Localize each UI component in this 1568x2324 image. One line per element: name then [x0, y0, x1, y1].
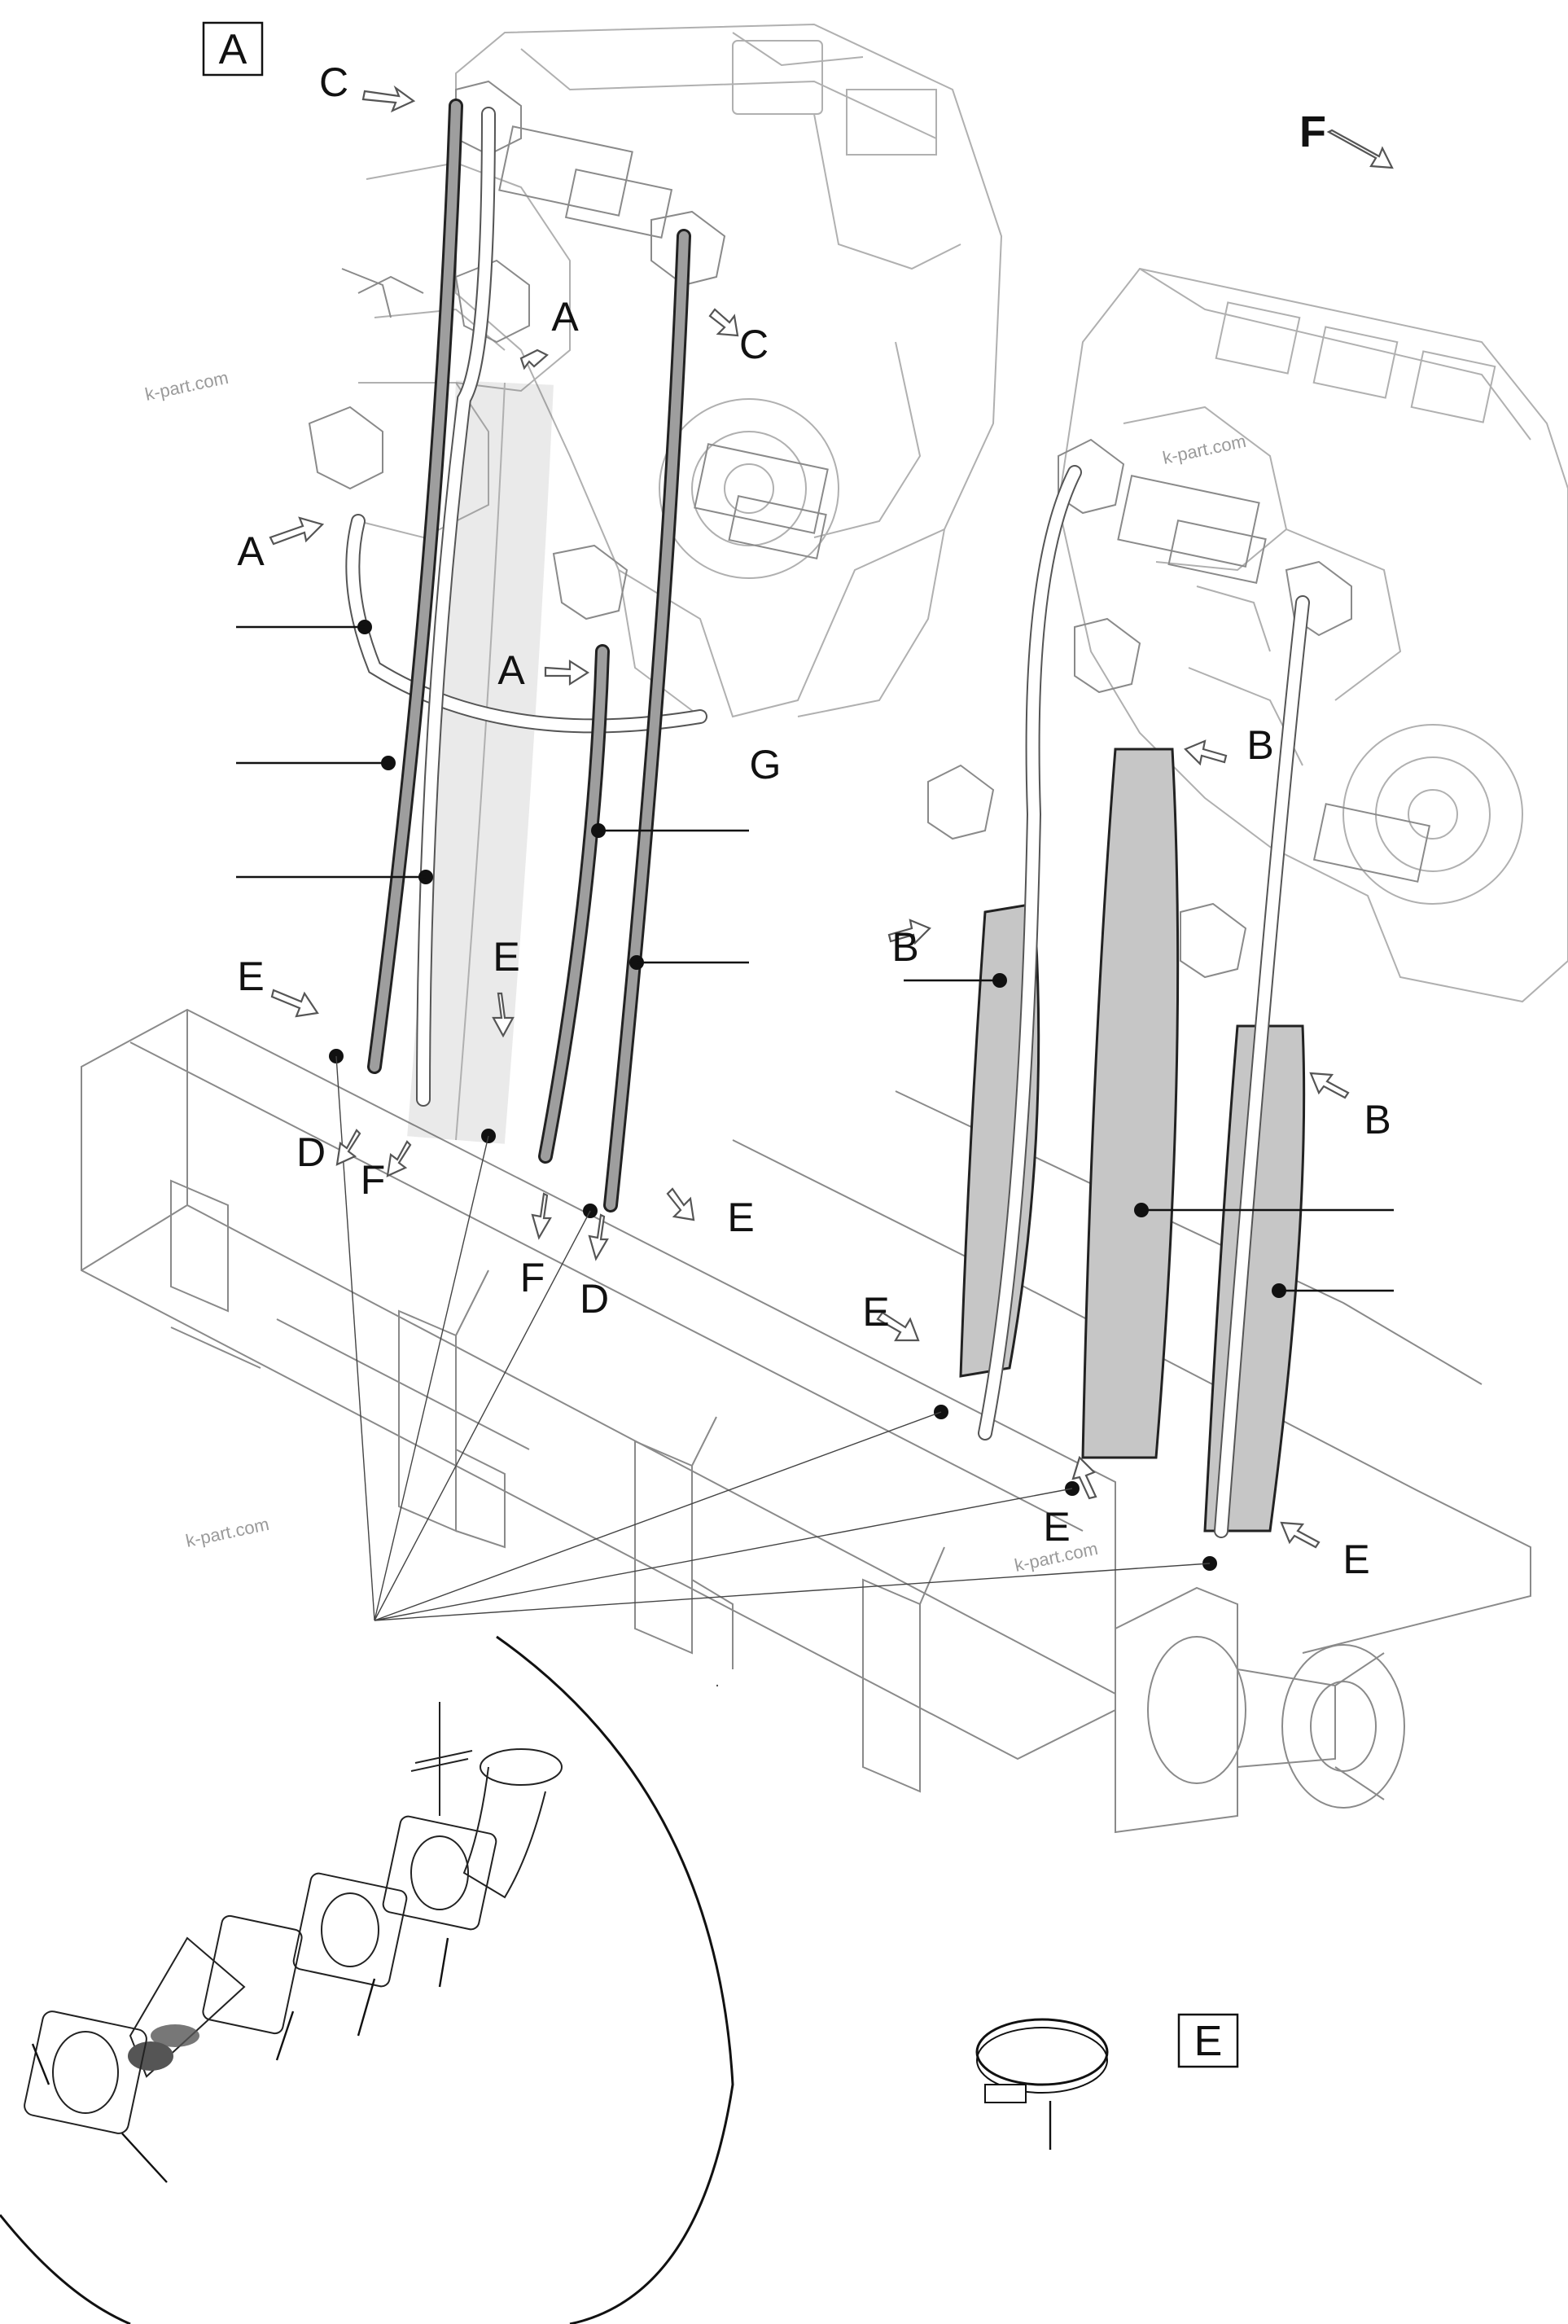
callout-a: A: [497, 647, 525, 693]
callout-a: A: [551, 294, 579, 340]
callout-e: E: [862, 1289, 889, 1335]
detail-circle: [0, 1635, 734, 2324]
watermark: k-part.com: [143, 367, 230, 405]
callout-e: E: [1043, 1504, 1070, 1550]
callout-e: E: [727, 1195, 754, 1240]
watermark: k-part.com: [184, 1514, 271, 1551]
right-transmission-housing: [1057, 267, 1568, 1003]
clamp-detail: [975, 2018, 1109, 2103]
callout-e: E: [237, 954, 264, 999]
callout-f: F: [520, 1255, 545, 1300]
convergence-rays: [335, 1055, 1211, 1621]
callout-d: D: [296, 1129, 326, 1175]
callout-arrows: [269, 85, 1394, 1687]
callout-b: B: [891, 924, 918, 970]
callout-c: C: [739, 322, 769, 367]
leader-lines: [236, 625, 1394, 2150]
box-label-e-text: E: [1194, 2018, 1223, 2065]
callout-a: A: [237, 528, 265, 574]
watermark: k-part.com: [1161, 431, 1248, 468]
left-hoses: [329, 99, 707, 1218]
direction-label-f: F: [1299, 107, 1326, 156]
box-label-a-text: A: [219, 26, 247, 73]
callout-e: E: [493, 934, 519, 980]
box-label-e: E: [1177, 2013, 1239, 2068]
callout-d: D: [580, 1276, 609, 1322]
callout-f: F: [361, 1157, 386, 1203]
right-valve-blocks: [927, 438, 1431, 979]
callout-g: G: [750, 742, 782, 787]
callout-c: C: [319, 59, 348, 105]
callout-e: E: [1342, 1537, 1369, 1582]
callout-b: B: [1246, 722, 1273, 768]
axle-frame-beam: [81, 1008, 1531, 1834]
callout-b: B: [1364, 1097, 1391, 1142]
right-hoses: [934, 465, 1310, 1571]
box-label-a: A: [202, 21, 264, 77]
left-valve-blocks: [308, 80, 829, 620]
